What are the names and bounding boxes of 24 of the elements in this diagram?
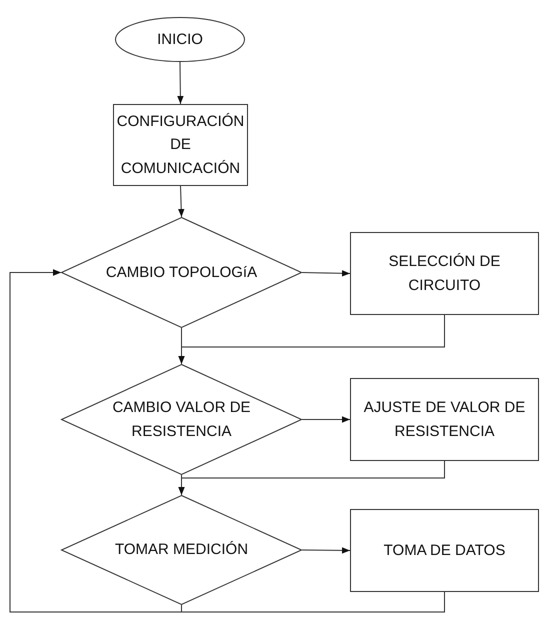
arrow: [10, 269, 182, 612]
terminator-ellipse: [115, 17, 245, 62]
process-box: [350, 232, 539, 315]
process-box: [350, 509, 539, 592]
node-label: CONFIGURACIÓN DE COMUNICACIÓN: [116, 112, 246, 179]
arrow: [177, 62, 184, 104]
arrow: [302, 416, 350, 423]
process-box: [350, 378, 539, 461]
node-label: CAMBIO TOPOLOGíA: [106, 262, 258, 283]
decision-diamond: [61, 364, 302, 475]
node-label: AJUSTE DE VALOR DE RESISTENCIA: [362, 398, 526, 442]
node-label: INICIO: [157, 30, 203, 50]
node-label: TOMAR MEDICIÓN: [114, 540, 248, 560]
node-label: SELECCIÓN DE CIRCUITO: [388, 252, 502, 296]
node-label: CAMBIO VALOR DE RESISTENCIA: [111, 398, 252, 442]
decision-diamond: [61, 217, 302, 328]
decision-diamond: [61, 495, 302, 605]
arrow: [178, 474, 185, 496]
arrow: [178, 186, 184, 218]
arrow: [178, 328, 185, 364]
arrow: [302, 270, 350, 277]
process-box: [113, 104, 248, 186]
arrow: [302, 547, 350, 554]
node-label: TOMA DE DATOS: [384, 540, 506, 561]
